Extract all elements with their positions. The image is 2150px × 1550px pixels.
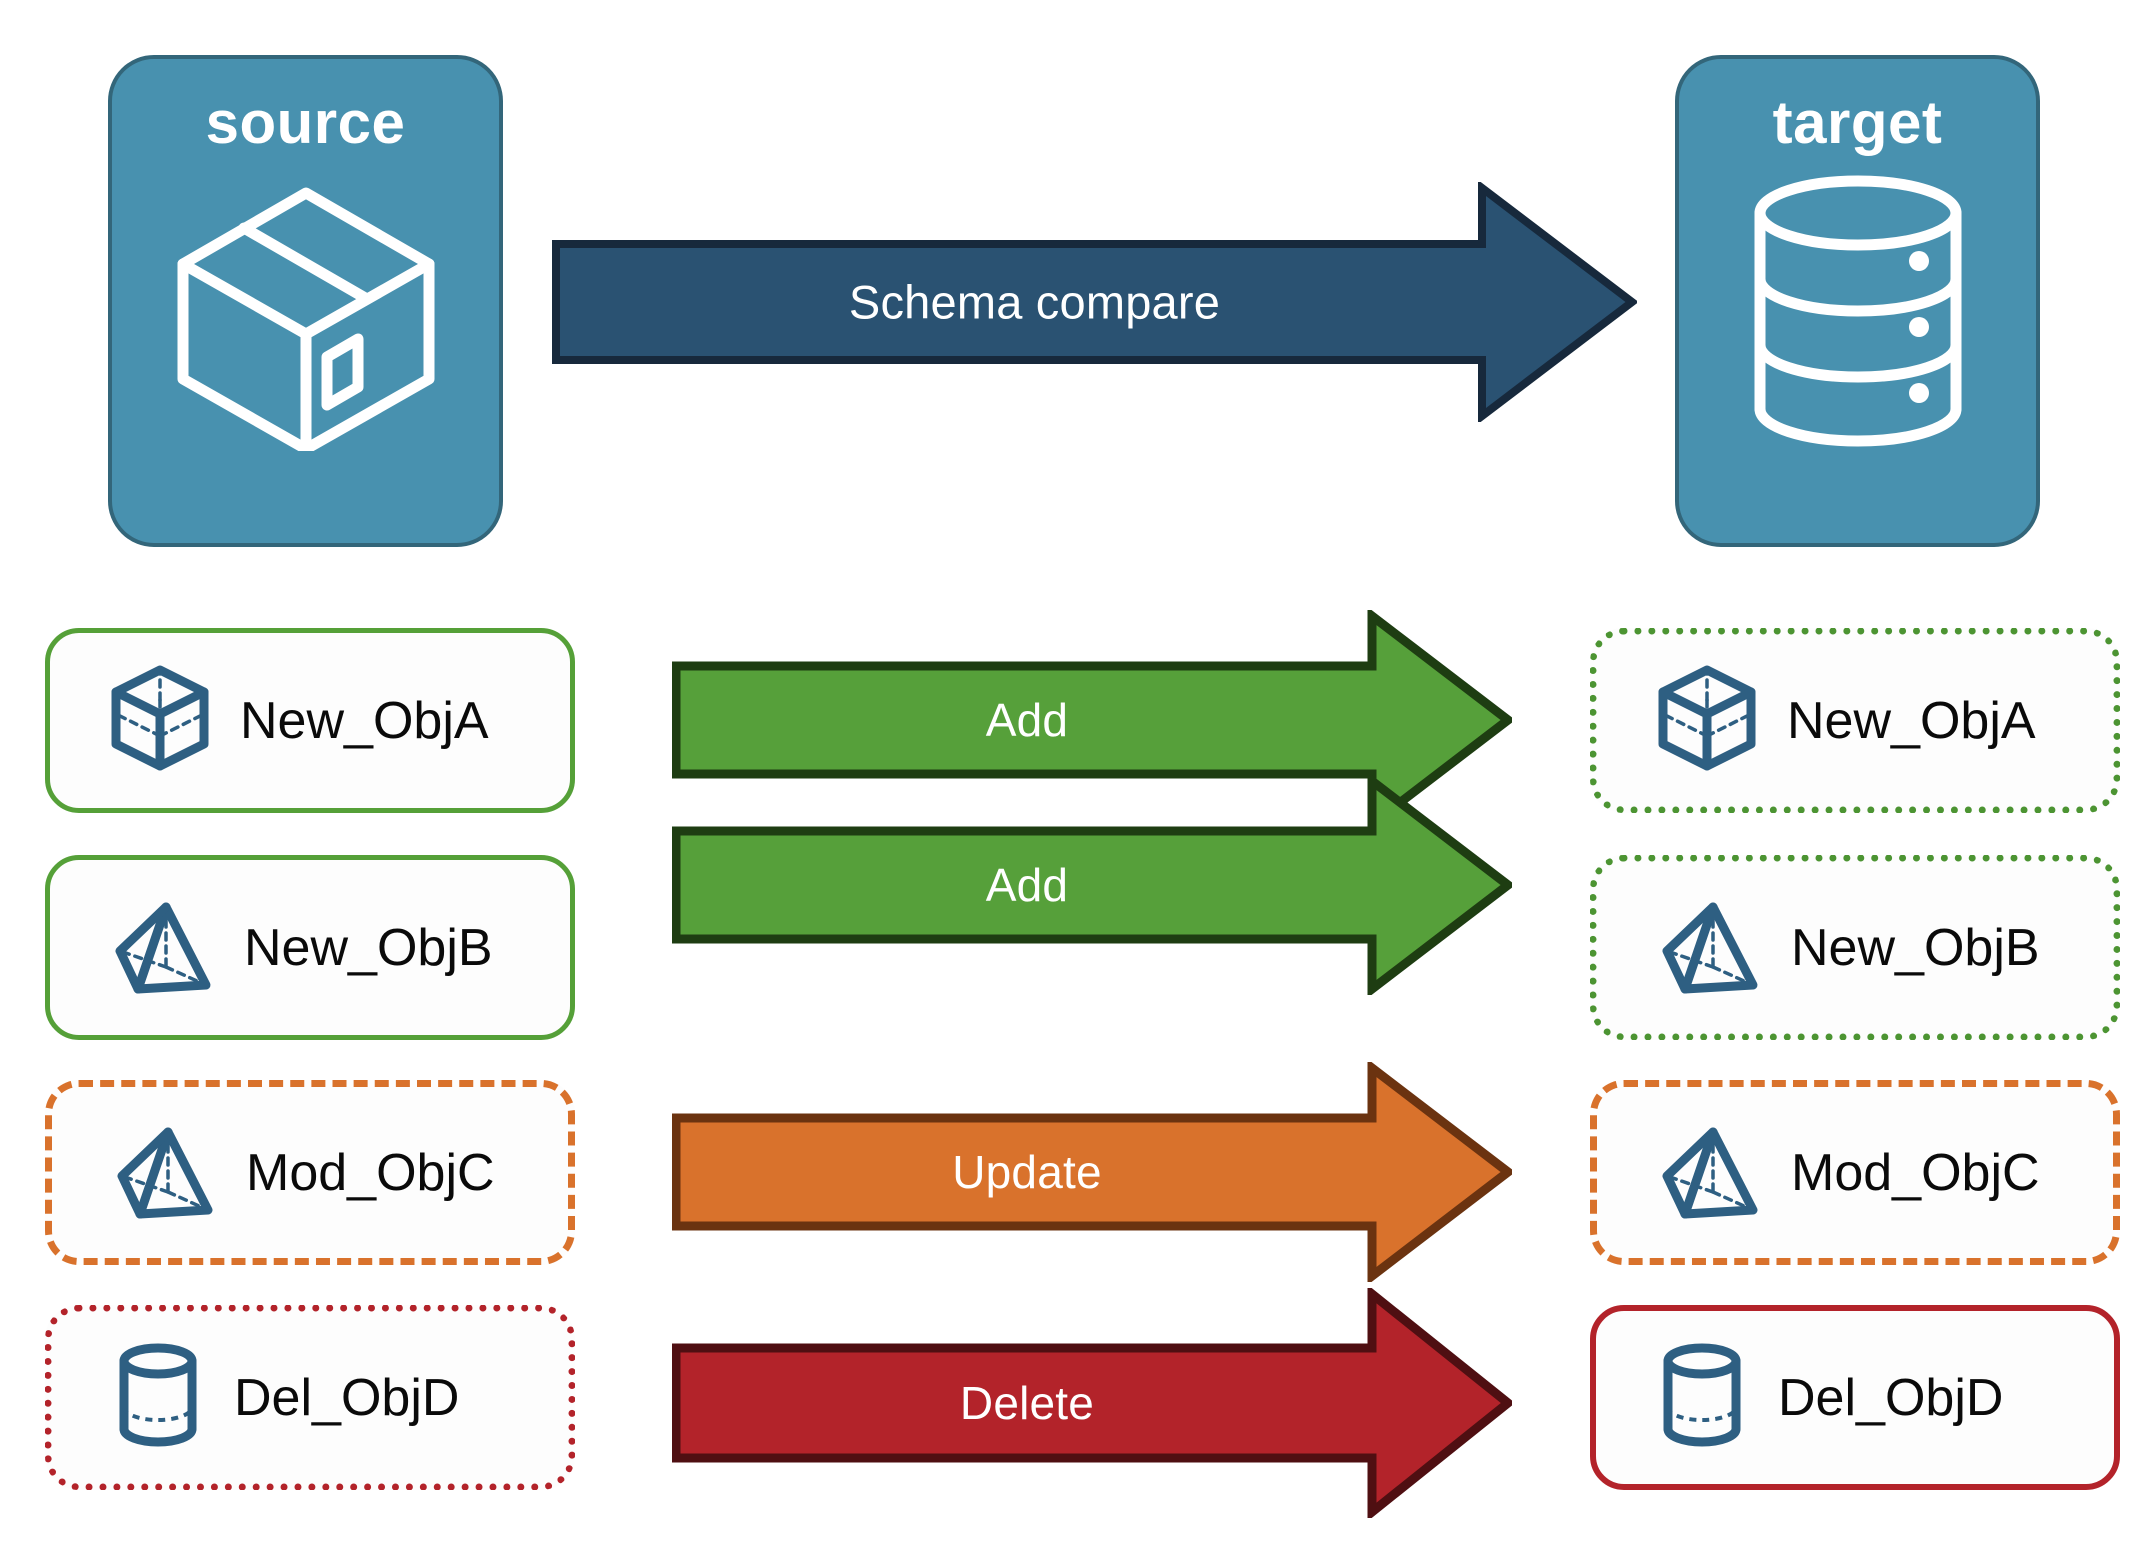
target-object-row-2[interactable]: Mod_ObjC [1590, 1080, 2120, 1265]
source-title: source [205, 89, 406, 156]
source-object-row-2[interactable]: Mod_ObjC [45, 1080, 575, 1265]
source-object-row-3[interactable]: Del_ObjD [45, 1305, 575, 1490]
pyramid-icon [108, 1114, 220, 1231]
action-arrow-label-0: Add [985, 694, 1069, 746]
database-cylinder-icon [1738, 171, 1978, 456]
source-object-label-3: Del_ObjD [234, 1368, 460, 1427]
action-arrow-label-2: Update [952, 1146, 1102, 1198]
source-object-label-1: New_ObjB [244, 918, 493, 977]
right-arrow-icon [671, 606, 1516, 834]
target-object-label-0: New_ObjA [1787, 691, 2036, 750]
target-object-label-2: Mod_ObjC [1791, 1143, 2040, 1202]
right-arrow-icon [671, 771, 1516, 999]
cylinder-icon [108, 1339, 208, 1456]
wireframe-cube-icon [106, 662, 214, 779]
source-object-row-0[interactable]: New_ObjA [45, 628, 575, 813]
cylinder-icon [1652, 1339, 1752, 1456]
action-arrow-3[interactable]: Delete [671, 1284, 1516, 1522]
action-arrow-2[interactable]: Update [671, 1058, 1516, 1286]
target-panel[interactable]: target [1675, 55, 2040, 547]
source-object-row-1[interactable]: New_ObjB [45, 855, 575, 1040]
target-title: target [1772, 89, 1943, 156]
right-arrow-icon [671, 1058, 1516, 1286]
action-arrow-label-3: Delete [959, 1377, 1095, 1429]
target-object-label-1: New_ObjB [1791, 918, 2040, 977]
action-arrow-label-1: Add [985, 859, 1069, 911]
source-panel[interactable]: source [108, 55, 503, 547]
target-object-row-1[interactable]: New_ObjB [1590, 855, 2120, 1040]
pyramid-icon [1653, 889, 1765, 1006]
target-object-row-0[interactable]: New_ObjA [1590, 628, 2120, 813]
schema-compare-arrow[interactable]: Schema compare [552, 179, 1639, 425]
action-arrow-0[interactable]: Add [671, 606, 1516, 834]
source-object-label-2: Mod_ObjC [246, 1143, 495, 1202]
box-3d-icon [161, 171, 451, 456]
action-arrow-1[interactable]: Add [671, 771, 1516, 999]
wireframe-cube-icon [1653, 662, 1761, 779]
target-object-row-3[interactable]: Del_ObjD [1590, 1305, 2120, 1490]
schema-compare-label: Schema compare [848, 275, 1221, 329]
pyramid-icon [1653, 1114, 1765, 1231]
source-object-label-0: New_ObjA [240, 691, 489, 750]
right-arrow-icon [552, 179, 1639, 425]
right-arrow-icon [671, 1284, 1516, 1522]
pyramid-icon [106, 889, 218, 1006]
target-object-label-3: Del_ObjD [1778, 1368, 2004, 1427]
